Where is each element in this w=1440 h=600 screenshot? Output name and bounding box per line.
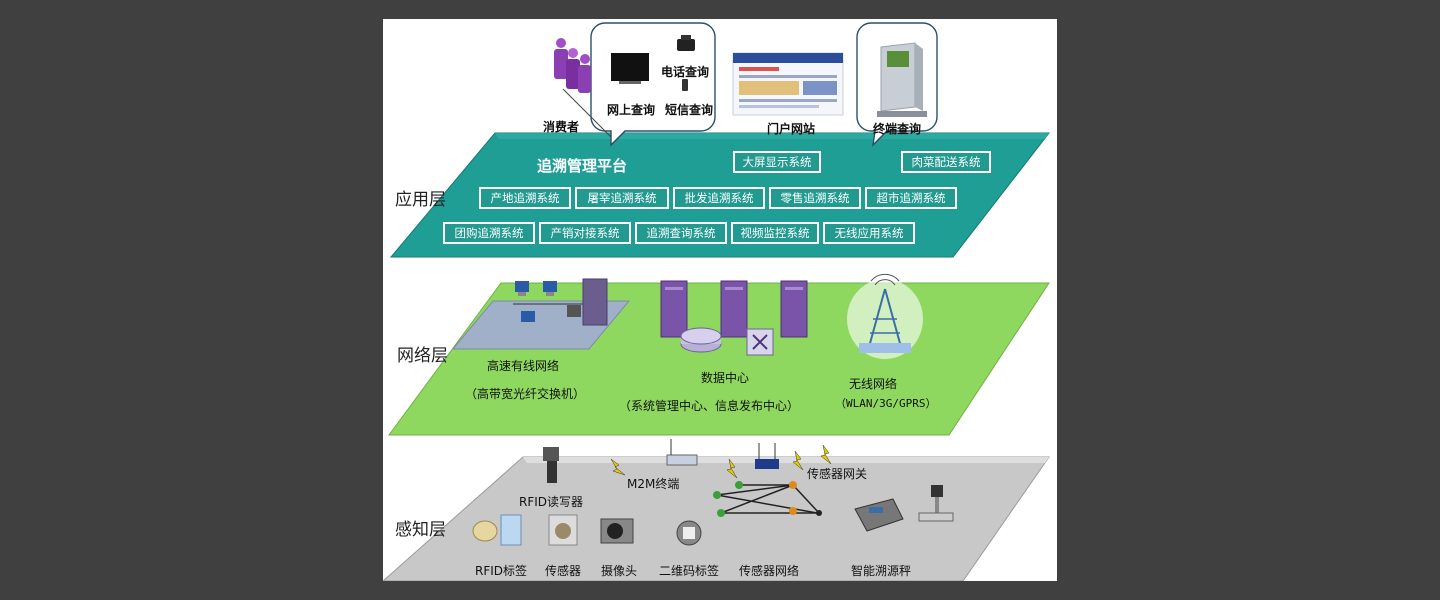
kiosk-icon	[877, 42, 927, 117]
rfid-reader-icon	[543, 447, 559, 483]
telephone-icon	[677, 35, 695, 51]
smart-scale-label: 智能溯源秤	[851, 564, 912, 578]
system-box: 超市追溯系统	[865, 187, 957, 209]
terminal-label: 终端查询	[873, 122, 922, 136]
wired-network-icon	[451, 278, 631, 350]
datacenter-sub: （系统管理中心、信息发布中心）	[619, 399, 800, 413]
qrcode-icon	[676, 520, 702, 546]
query-callout	[590, 22, 716, 147]
system-box: 追溯查询系统	[635, 222, 727, 244]
consumer-label: 消费者	[543, 120, 580, 134]
consumer-icon	[554, 38, 591, 93]
qrcode-label: 二维码标签	[659, 564, 720, 578]
system-box: 零售追溯系统	[769, 187, 861, 209]
layer-planes	[383, 22, 1051, 581]
system-box: 屠宰追溯系统	[575, 187, 669, 209]
network-layer-label: 网络层	[397, 346, 448, 366]
sensor-label: 传感器	[545, 564, 582, 578]
sensor-network-label: 传感器网络	[739, 564, 800, 578]
sms-query-label: 短信查询	[665, 103, 714, 117]
wired-network-sub: （高带宽光纤交换机）	[465, 387, 586, 401]
server-icon-3	[780, 280, 808, 338]
router-icon	[680, 327, 722, 353]
system-box: 大屏显示系统	[733, 151, 821, 173]
system-box: 批发追溯系统	[673, 187, 765, 209]
wireless-label: 无线网络	[849, 377, 898, 391]
datacenter-label: 数据中心	[701, 371, 750, 385]
system-box: 视频监控系统	[731, 222, 819, 244]
system-box: 团购追溯系统	[443, 222, 535, 244]
camera-icon	[600, 518, 634, 544]
platform-title: 追溯管理平台	[537, 157, 628, 175]
camera-label: 摄像头	[601, 564, 638, 578]
diagram-canvas: 应用层 网络层 感知层 消费者 电话查询 网上查询 短信查询 门户网站 终端查询…	[383, 19, 1057, 581]
server-icon-1	[660, 280, 688, 338]
system-box: 产销对接系统	[539, 222, 631, 244]
portal-screenshot	[732, 52, 844, 116]
access-point-icon	[755, 443, 779, 469]
wireless-tower-icon	[847, 273, 923, 359]
smart-scale-icon	[854, 485, 954, 532]
mobile-icon	[682, 79, 688, 91]
system-box: 产地追溯系统	[479, 187, 571, 209]
rfid-reader-label: RFID读写器	[519, 495, 584, 509]
wireless-sub: （WLAN/3G/GPRS）	[835, 397, 937, 410]
server-icon-2	[720, 280, 748, 338]
online-query-label: 网上查询	[607, 103, 656, 117]
application-layer-label: 应用层	[395, 190, 446, 210]
m2m-terminal-icon	[666, 439, 698, 466]
lightning-icon	[610, 458, 626, 476]
portal-label: 门户网站	[767, 122, 816, 136]
rfid-tag-label: RFID标签	[475, 564, 528, 578]
perception-layer-label: 感知层	[395, 520, 446, 540]
wired-network-label: 高速有线网络	[487, 359, 560, 373]
switch-icon	[746, 328, 774, 356]
system-box: 无线应用系统	[823, 222, 915, 244]
system-box: 肉菜配送系统	[901, 151, 991, 173]
rfid-tag-icon	[472, 514, 522, 546]
phone-query-label: 电话查询	[661, 65, 710, 79]
sensor-gateway-label: 传感器网关	[807, 467, 868, 481]
monitor-icon	[611, 53, 649, 81]
sensor-icon	[548, 514, 578, 546]
sensor-network-graph	[713, 481, 822, 517]
m2m-label: M2M终端	[627, 477, 680, 491]
